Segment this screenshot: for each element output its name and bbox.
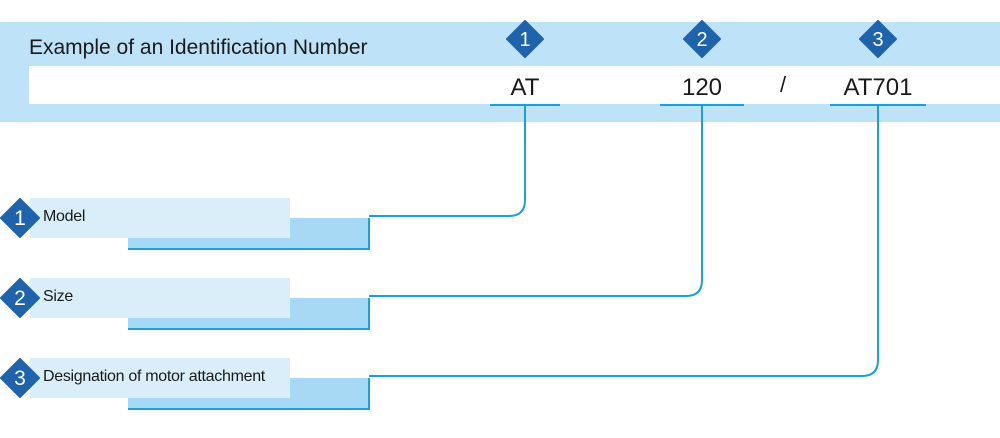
connector-2 [369,106,703,297]
item-label: Size [43,288,73,305]
connector-3 [369,106,879,377]
diamond-2-icon: 2 [0,278,40,318]
code-1-badge: 1 [506,20,544,58]
svg-text:3: 3 [14,367,26,390]
item-model: Model 1 [0,198,372,250]
connector-1 [369,106,526,217]
diamond-1-icon: 1 [506,20,544,58]
code-3-underline [830,104,926,106]
svg-text:1: 1 [519,29,530,51]
item-dotted-leader [292,216,368,218]
svg-text:2: 2 [696,29,707,51]
item-label-box [30,198,290,238]
page-title: Example of an Identification Number [29,36,368,59]
code-2-value: 120 [681,74,723,101]
code-1-value: AT [510,74,540,101]
diamond-1-icon: 1 [0,198,40,238]
code-2-underline [660,104,744,106]
svg-text:2: 2 [14,287,26,310]
diamond-2-icon: 2 [683,20,721,58]
code-3-value: AT701 [843,74,913,101]
code-row [29,66,1000,104]
code-3-badge: 3 [859,20,897,58]
item-label-box [30,278,290,318]
svg-text:3: 3 [872,29,883,51]
item-motor-attachment: Designation of motor attachment 3 [0,358,372,410]
code-separator: / [780,72,787,97]
item-label: Designation of motor attachment [43,368,265,385]
code-2-badge: 2 [683,20,721,58]
item-dotted-leader [292,376,368,378]
item-size: Size 2 [0,278,372,330]
item-dotted-leader [292,296,368,298]
svg-text:1: 1 [14,207,26,230]
diamond-3-icon: 3 [859,20,897,58]
item-label-box [30,358,290,398]
code-1-underline [490,104,560,106]
diamond-3-icon: 3 [0,358,40,398]
item-label: Model [43,208,86,225]
